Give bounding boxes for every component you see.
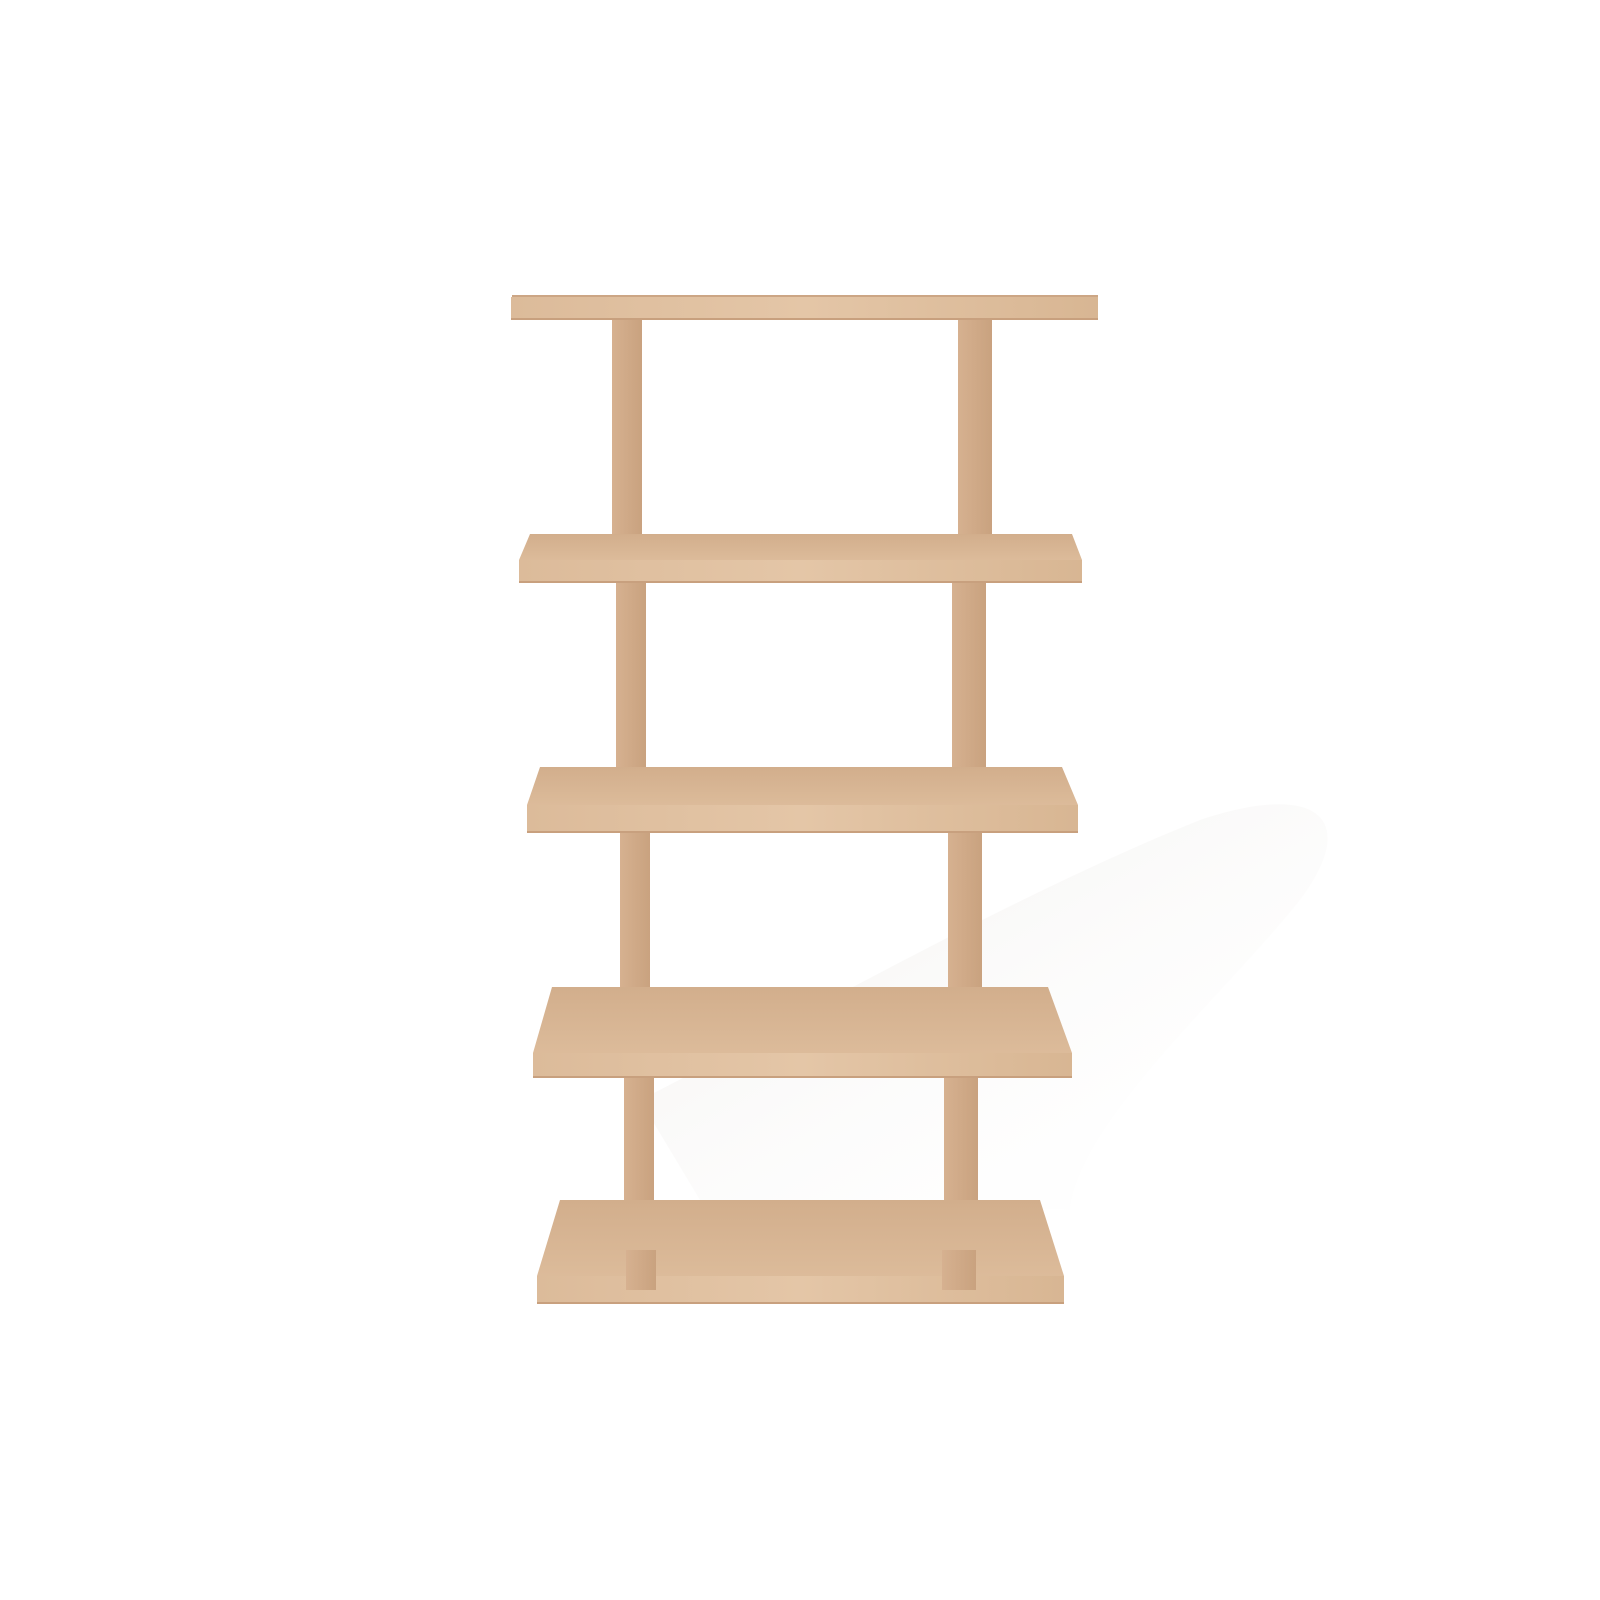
right-upright-2 [952,580,986,770]
left-upright-3 [620,832,650,1004]
right-upright-3 [948,832,982,1004]
left-upright-2 [616,580,646,770]
shelf-3 [527,767,1078,833]
shelf-5-base [537,1200,1064,1304]
right-post-base [942,1250,976,1290]
left-upright-1 [612,318,642,564]
right-upright-1 [958,318,992,564]
shelf-1 [511,295,1098,320]
shelf-2 [519,534,1082,583]
left-post-base [626,1250,656,1290]
shelf-4 [533,987,1072,1078]
